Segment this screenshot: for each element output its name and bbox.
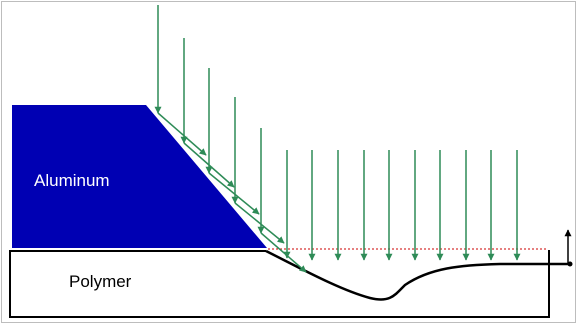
deflected-arrow bbox=[234, 202, 285, 244]
deflected-arrow bbox=[208, 172, 260, 215]
etch-profile-curve bbox=[265, 249, 572, 301]
polymer-label: Polymer bbox=[69, 272, 132, 291]
aluminum-layer bbox=[12, 105, 267, 248]
deflected-arrow bbox=[183, 142, 235, 188]
aluminum-label: Aluminum bbox=[34, 171, 110, 190]
deflected-arrow bbox=[157, 112, 207, 156]
